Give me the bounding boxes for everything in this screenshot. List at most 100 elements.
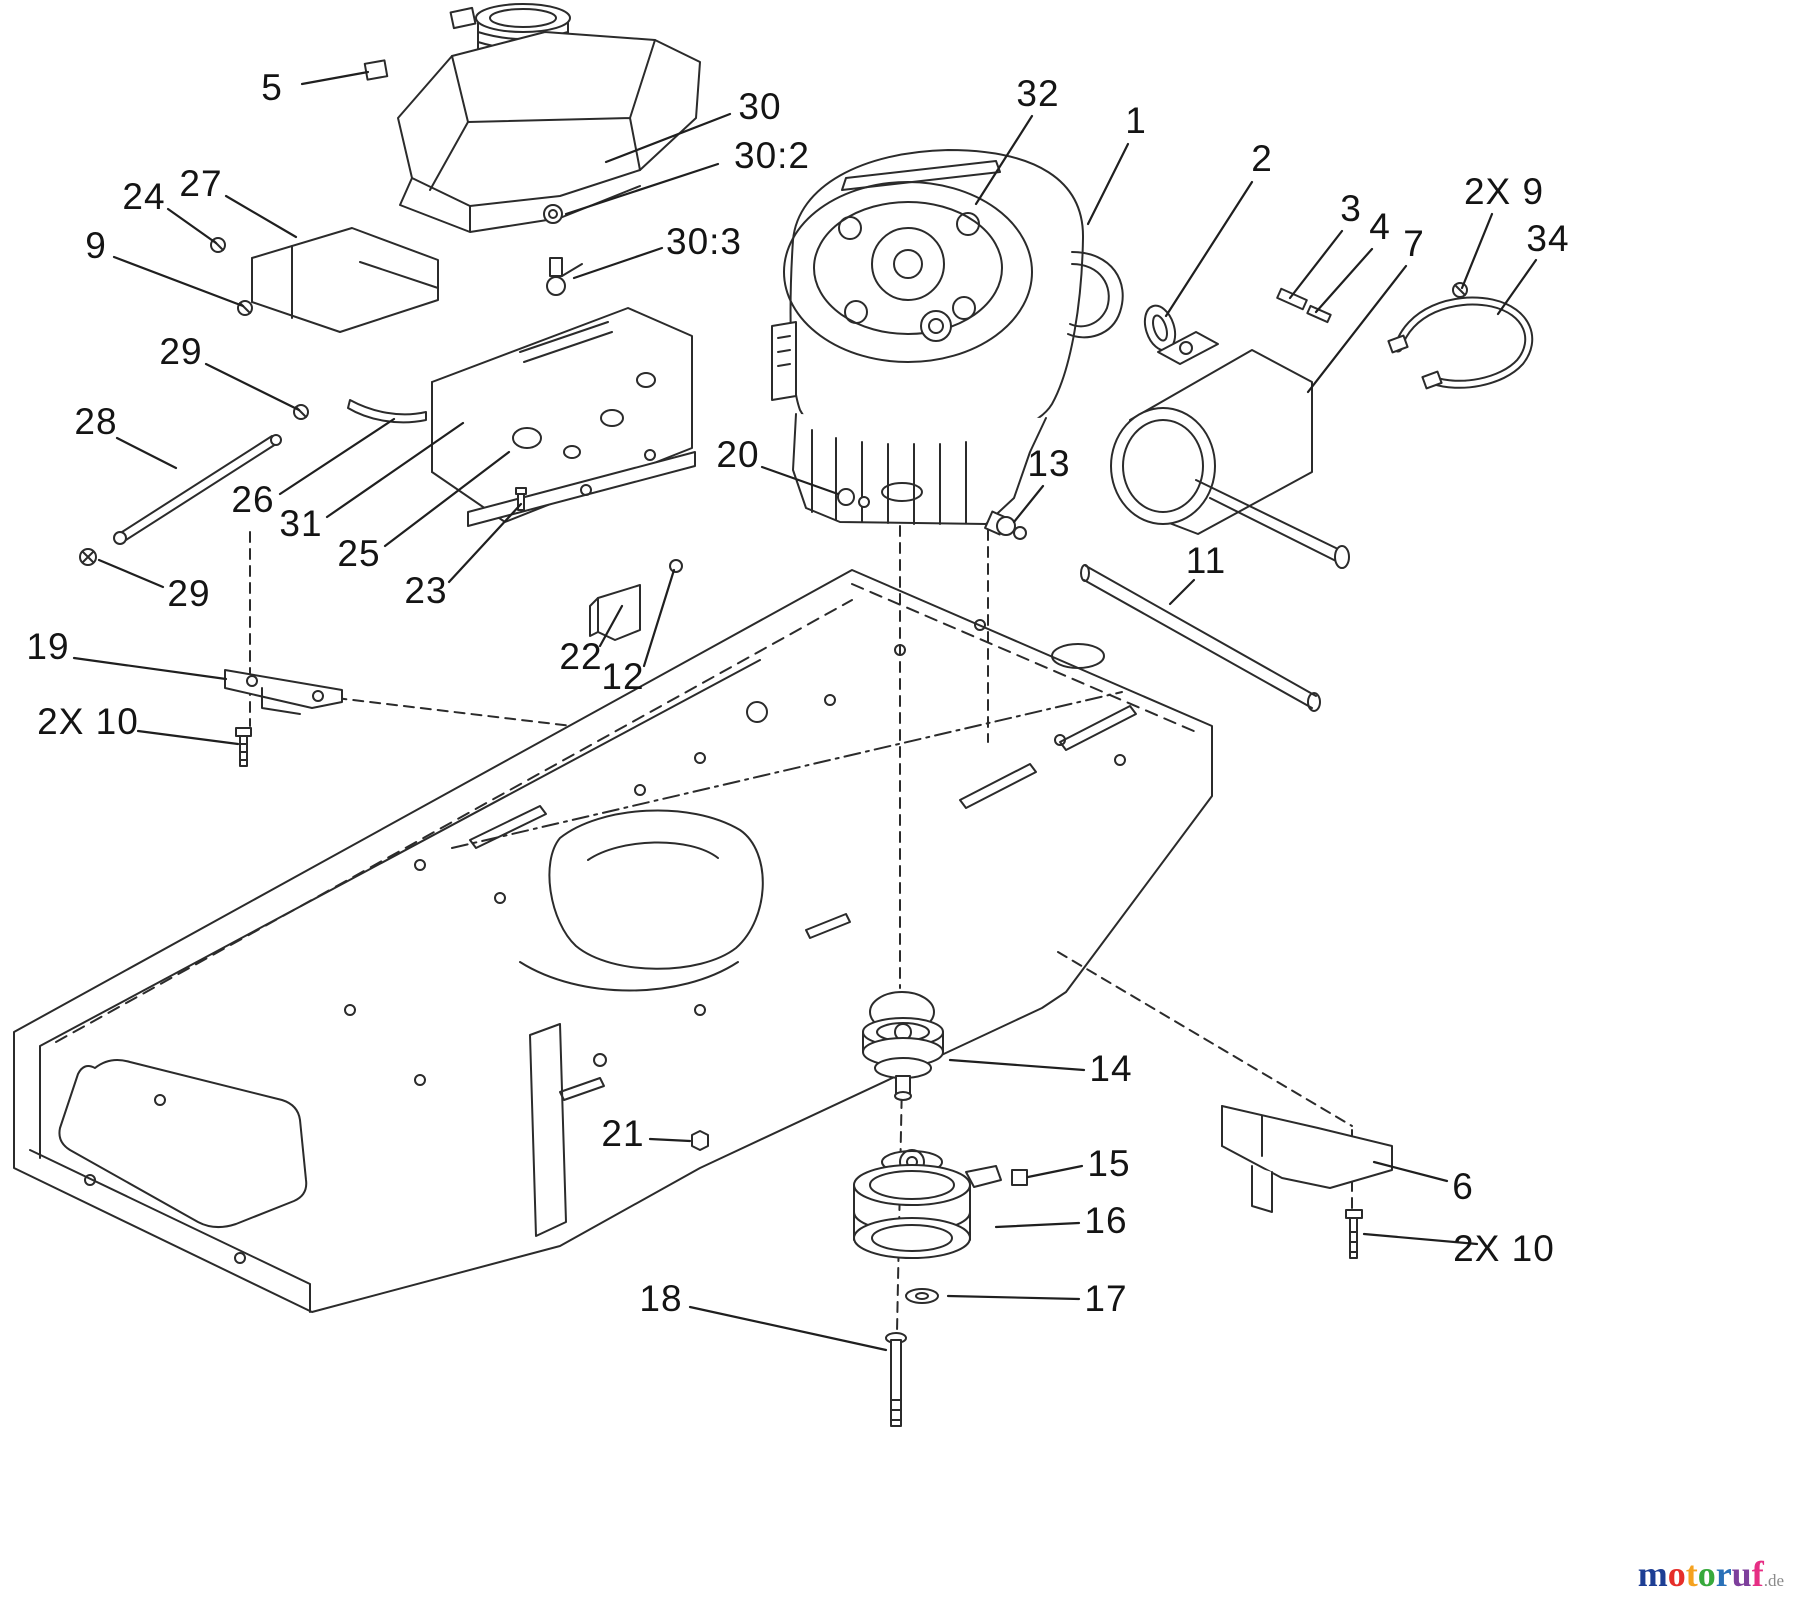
leader-line-1-5: [1086, 142, 1130, 226]
part-callout-2X-9-10: 2X 9: [1463, 171, 1545, 212]
heat-shield: [210, 227, 439, 424]
knob-part: [449, 6, 477, 30]
watermark-suffix: .de: [1763, 1571, 1784, 1590]
leader-line-2-6: [1164, 180, 1254, 318]
leader-line-25-19: [383, 450, 511, 548]
nut-21: [691, 1130, 709, 1151]
bushing-part: [363, 59, 389, 81]
leader-line-30-3-3: [572, 246, 664, 280]
clutch-tab: [965, 1165, 1002, 1188]
part-callout-29-15: 29: [159, 331, 203, 372]
part-callout-24-12: 24: [122, 176, 166, 217]
drain-fitting: [984, 510, 1027, 540]
leader-line-28-16: [115, 436, 178, 470]
part-callout-2X-10-23: 2X 10: [37, 701, 139, 742]
support-bracket-19: [224, 669, 343, 767]
part-callout-26-17: 26: [231, 479, 275, 520]
part-callout-7-9: 7: [1403, 223, 1425, 264]
leader-line-14-29: [948, 1058, 1086, 1072]
spacer-4: [1306, 304, 1332, 324]
part-callout-29-21: 29: [167, 573, 211, 614]
washer-17: [905, 1288, 939, 1304]
watermark-letter: r: [1715, 1554, 1732, 1594]
leader-line-21-34: [648, 1137, 692, 1143]
key-15: [1011, 1169, 1028, 1186]
exhaust-gasket: [1143, 304, 1177, 352]
part-callout-4-8: 4: [1369, 206, 1391, 247]
watermark-letter: f: [1751, 1554, 1764, 1594]
watermark-letter: o: [1667, 1554, 1686, 1594]
drain-tube: [1080, 564, 1321, 712]
leader-line-7-9: [1306, 264, 1408, 394]
leader-line-12-25: [642, 568, 676, 668]
part-callout-3-7: 3: [1340, 188, 1362, 229]
part-callout-34-11: 34: [1526, 218, 1570, 259]
part-callout-2-6: 2: [1251, 138, 1273, 179]
part-callout-20-26: 20: [716, 434, 760, 475]
part-callout-28-16: 28: [74, 401, 118, 442]
part-callout-2X-10-36: 2X 10: [1453, 1228, 1555, 1269]
leader-line-2X-9-10: [1460, 212, 1494, 290]
part-callout-16-31: 16: [1084, 1200, 1128, 1241]
leader-line-9-14: [112, 255, 245, 308]
part-callout-15-30: 15: [1087, 1143, 1131, 1184]
part-callout-25-19: 25: [337, 533, 381, 574]
leader-line-23-20: [447, 502, 523, 584]
part-callout-18-33: 18: [639, 1278, 683, 1319]
part-callout-23-20: 23: [404, 570, 448, 611]
leader-line-19-22: [72, 656, 228, 681]
leader-line-16-31: [994, 1221, 1081, 1229]
part-callout-21-34: 21: [601, 1113, 645, 1154]
mounting-plate: [431, 307, 696, 641]
leader-line-34-11: [1496, 258, 1538, 316]
guard-bracket-6: [1221, 1105, 1393, 1259]
crankshaft-pulley: [862, 1017, 944, 1101]
leader-line-29-15: [204, 362, 301, 412]
leader-line-6-35: [1372, 1160, 1449, 1183]
part-callout-1-5: 1: [1125, 100, 1147, 141]
leader-line-32-4: [974, 114, 1034, 206]
support-rod: [79, 434, 282, 566]
part-callout-19-22: 19: [26, 626, 70, 667]
part-callout-5-0: 5: [261, 67, 283, 108]
leader-line-30-2-2: [564, 162, 720, 216]
part-callout-6-35: 6: [1452, 1166, 1474, 1207]
watermark: motoruf.de: [1638, 1556, 1784, 1592]
clutch-bolt-18: [885, 1332, 907, 1427]
leader-line-29-21: [97, 558, 165, 589]
part-callout-30-2-2: 30:2: [733, 135, 811, 176]
leader-line-2X-10-36: [1362, 1232, 1479, 1246]
leader-line-20-26: [760, 465, 840, 496]
leader-line-4-8: [1314, 247, 1374, 314]
leader-line-22-24: [598, 604, 624, 648]
watermark-letter: u: [1731, 1554, 1752, 1594]
muffler: [1110, 331, 1350, 569]
leader-line-30-1: [604, 112, 732, 164]
bolt-3: [1276, 287, 1308, 311]
fuel-tank: [363, 3, 701, 296]
leader-line-2X-10-23: [136, 729, 240, 746]
leader-line-3-7: [1288, 229, 1344, 300]
part-callout-30-1: 30: [738, 86, 782, 127]
watermark-letter: m: [1637, 1554, 1668, 1594]
part-callout-32-4: 32: [1016, 73, 1060, 114]
leader-line-5-0: [300, 70, 370, 86]
part-callout-17-32: 17: [1084, 1278, 1128, 1319]
part-callout-12-25: 12: [601, 656, 645, 697]
part-callout-13-27: 13: [1027, 443, 1071, 484]
muffler-guard: [1276, 282, 1534, 390]
watermark-letter: o: [1697, 1554, 1716, 1594]
leader-lines: [72, 70, 1538, 1352]
part-callout-31-18: 31: [279, 503, 323, 544]
part-callout-11-28: 11: [1185, 540, 1227, 581]
watermark-letter: t: [1685, 1554, 1698, 1594]
part-callout-9-14: 9: [85, 225, 107, 266]
leader-line-27-13: [224, 194, 298, 239]
leader-line-17-32: [946, 1294, 1081, 1301]
leader-line-11-28: [1168, 578, 1196, 606]
leader-line-24-12: [166, 207, 218, 245]
part-callout-22-24: 22: [559, 636, 603, 677]
leader-line-26-17: [278, 417, 396, 496]
leader-line-15-30: [1026, 1164, 1084, 1179]
